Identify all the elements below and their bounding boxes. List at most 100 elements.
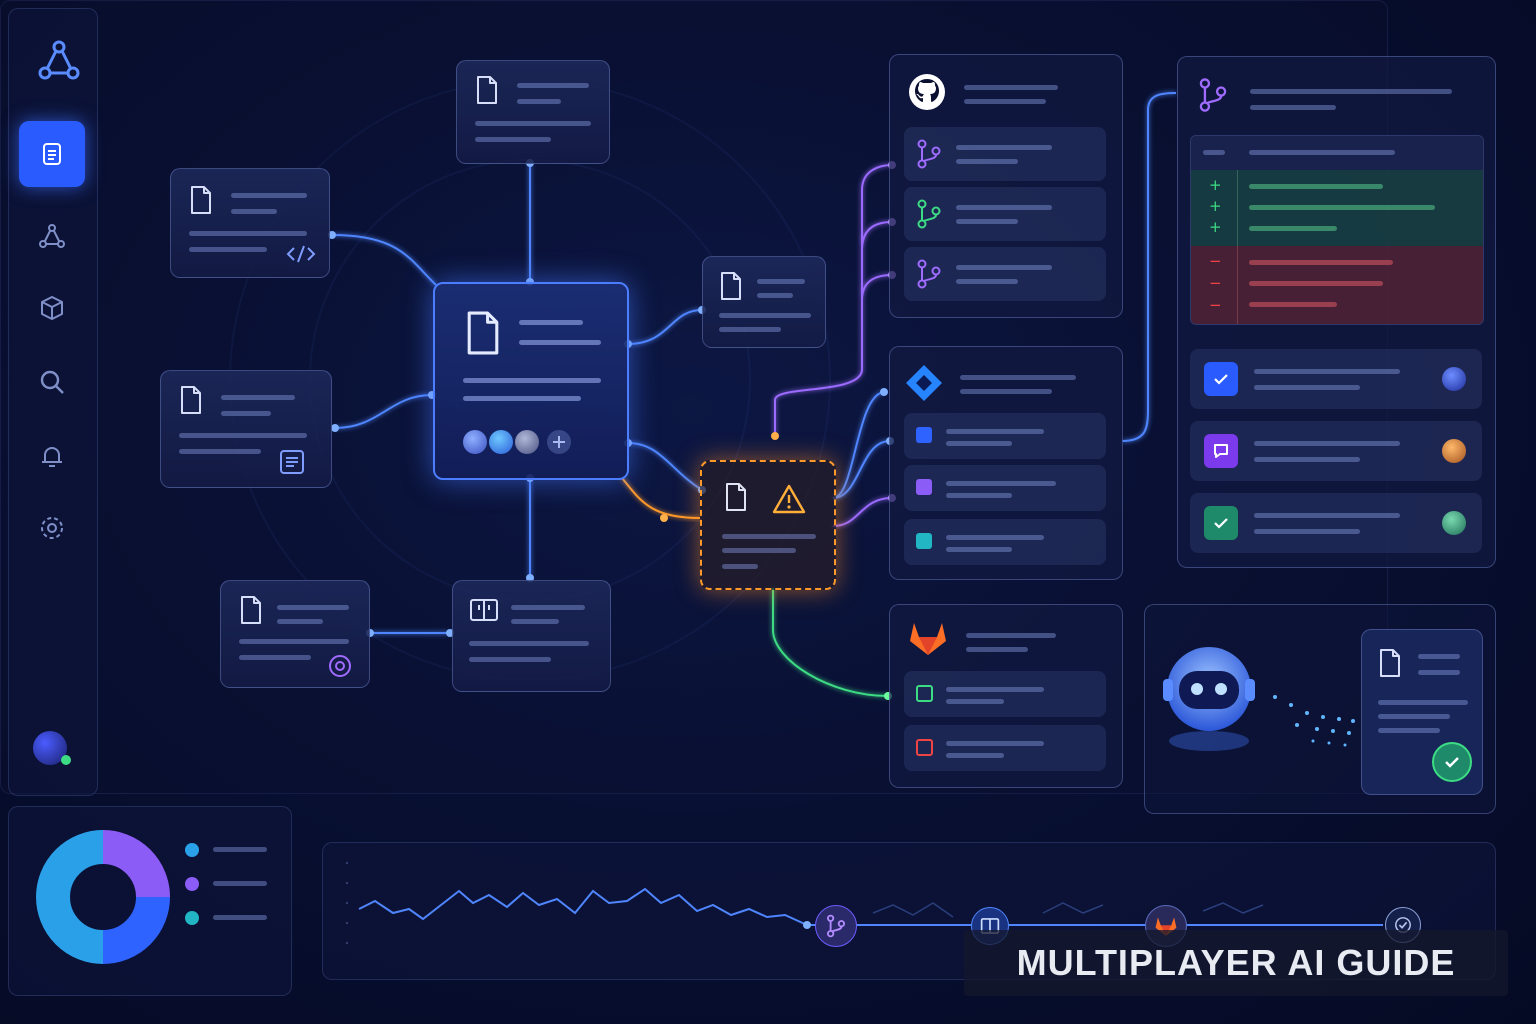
status-square-icon xyxy=(916,685,933,702)
diff-marker: + xyxy=(1209,197,1222,215)
jira-icon xyxy=(906,365,942,401)
github-branch-row[interactable] xyxy=(904,187,1106,241)
branch-icon xyxy=(1199,78,1227,112)
document-icon xyxy=(1380,649,1400,677)
doc-node-top[interactable] xyxy=(456,60,610,164)
diff-removed-block: − − − xyxy=(1191,246,1483,324)
diff-marker: − xyxy=(1209,252,1222,270)
branch-icon xyxy=(917,259,941,289)
search-icon xyxy=(40,370,64,394)
bell-icon xyxy=(42,447,62,467)
ai-assistant-panel xyxy=(1144,604,1496,814)
activity-sparkline xyxy=(345,861,1383,945)
book-icon xyxy=(470,599,498,621)
logo-icon[interactable] xyxy=(37,39,81,87)
sidebar-item-notifications[interactable] xyxy=(19,423,85,489)
github-panel xyxy=(889,54,1123,318)
review-item-done[interactable] xyxy=(1190,493,1482,553)
document-icon xyxy=(477,76,497,104)
branch-icon xyxy=(917,199,941,229)
legend-dot xyxy=(185,843,199,857)
reviewer-avatar[interactable] xyxy=(1442,439,1466,463)
document-icon xyxy=(241,596,261,624)
robot-icon xyxy=(1163,647,1255,751)
jira-issue-row[interactable] xyxy=(904,519,1106,565)
pull-request-panel: + + + − − − xyxy=(1177,56,1496,568)
document-icon xyxy=(726,483,746,511)
collaborator-avatar[interactable] xyxy=(463,430,487,454)
conflict-doc-node[interactable] xyxy=(700,460,836,590)
sidebar-item-packages[interactable] xyxy=(19,275,85,341)
diff-marker: − xyxy=(1209,296,1222,314)
reviewer-avatar[interactable] xyxy=(1442,511,1466,535)
collaborator-avatar[interactable] xyxy=(515,430,539,454)
document-icon xyxy=(467,311,499,355)
done-check-icon xyxy=(1204,506,1238,540)
gitlab-panel xyxy=(889,604,1123,788)
legend-dot xyxy=(185,877,199,891)
code-icon xyxy=(286,245,316,263)
cube-icon xyxy=(41,296,63,320)
review-item-approved[interactable] xyxy=(1190,349,1482,409)
github-icon xyxy=(909,74,945,110)
collaborator-avatar[interactable] xyxy=(489,430,513,454)
sidebar-item-documents[interactable] xyxy=(19,121,85,187)
jira-issue-row[interactable] xyxy=(904,413,1106,459)
github-branch-row[interactable] xyxy=(904,127,1106,181)
branch-icon xyxy=(827,914,845,938)
jira-panel xyxy=(889,346,1123,580)
target-icon xyxy=(329,655,351,677)
doc-node-right[interactable] xyxy=(702,256,826,348)
status-square-icon xyxy=(916,739,933,756)
generated-doc-card[interactable] xyxy=(1361,629,1483,795)
online-status-dot xyxy=(61,755,71,765)
gitlab-item-row[interactable] xyxy=(904,671,1106,717)
gear-icon xyxy=(41,517,63,539)
diff-marker: − xyxy=(1209,274,1222,292)
add-collaborator-button[interactable] xyxy=(547,430,571,454)
graph-icon xyxy=(39,224,65,248)
diff-marker: + xyxy=(1209,218,1222,236)
github-branch-row[interactable] xyxy=(904,247,1106,301)
doc-node-target[interactable] xyxy=(220,580,370,688)
donut-slice[interactable] xyxy=(36,830,104,964)
document-icon xyxy=(191,186,211,214)
sidebar-item-search[interactable] xyxy=(19,349,85,415)
issue-type-icon xyxy=(916,479,932,495)
central-doc-node[interactable] xyxy=(433,282,629,480)
gitlab-item-row[interactable] xyxy=(904,725,1106,771)
comment-icon xyxy=(1204,434,1238,468)
book-node[interactable] xyxy=(452,580,611,692)
review-item-comment[interactable] xyxy=(1190,421,1482,481)
gitlab-icon xyxy=(910,623,946,655)
data-stream-icon xyxy=(1273,695,1355,747)
sidebar-item-settings[interactable] xyxy=(19,495,85,561)
code-diff-view[interactable]: + + + − − − xyxy=(1190,135,1484,325)
diff-marker: + xyxy=(1209,176,1222,194)
donut-chart[interactable] xyxy=(35,829,171,965)
sidebar xyxy=(8,8,98,796)
issue-type-icon xyxy=(916,427,932,443)
donut-slice[interactable] xyxy=(102,896,170,964)
warning-icon xyxy=(772,484,806,514)
checkbox-icon xyxy=(1204,362,1238,396)
approved-check-icon xyxy=(1432,742,1472,782)
stats-panel xyxy=(8,806,292,996)
document-icon xyxy=(43,143,61,165)
doc-node-code[interactable] xyxy=(170,168,330,278)
timeline-branch-event[interactable] xyxy=(815,905,857,947)
note-icon xyxy=(280,450,304,474)
legend-dot xyxy=(185,911,199,925)
reviewer-avatar[interactable] xyxy=(1442,367,1466,391)
document-icon xyxy=(181,386,201,414)
document-icon xyxy=(721,272,741,300)
diff-added-block: + + + xyxy=(1191,170,1483,246)
branch-icon xyxy=(917,139,941,169)
issue-type-icon xyxy=(916,533,932,549)
donut-slice[interactable] xyxy=(102,830,170,898)
plus-icon xyxy=(553,436,565,448)
jira-issue-row[interactable] xyxy=(904,465,1106,511)
guide-title: MULTIPLAYER AI GUIDE xyxy=(964,930,1508,996)
sidebar-item-graph[interactable] xyxy=(19,203,85,269)
doc-node-notes[interactable] xyxy=(160,370,332,488)
